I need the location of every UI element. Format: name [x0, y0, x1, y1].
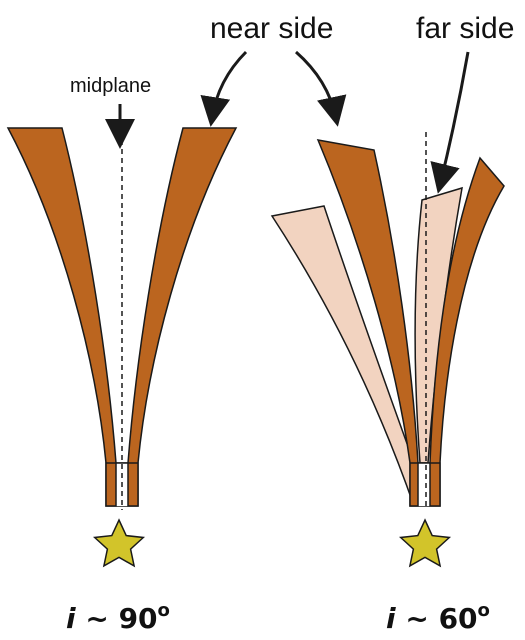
near-side-right-arrow [296, 52, 336, 118]
left-disk-wall-left [8, 128, 116, 506]
left-disk-wall-right [128, 128, 236, 506]
left-star-icon [95, 520, 144, 566]
right-star-icon [401, 520, 450, 566]
near-side-label: near side [210, 12, 333, 45]
far-side-label: far side [416, 12, 514, 45]
left-disk-profile [8, 128, 236, 510]
near-side-left-arrow [212, 52, 246, 118]
right-disk-profile [272, 132, 504, 510]
right-inclination-label: i ~ 60o [386, 600, 490, 635]
far-side-arrow [440, 52, 468, 185]
right-disk-inner-gap [418, 463, 430, 506]
left-inclination-label: i ~ 90o [66, 600, 170, 635]
midplane-label: midplane [70, 75, 151, 97]
